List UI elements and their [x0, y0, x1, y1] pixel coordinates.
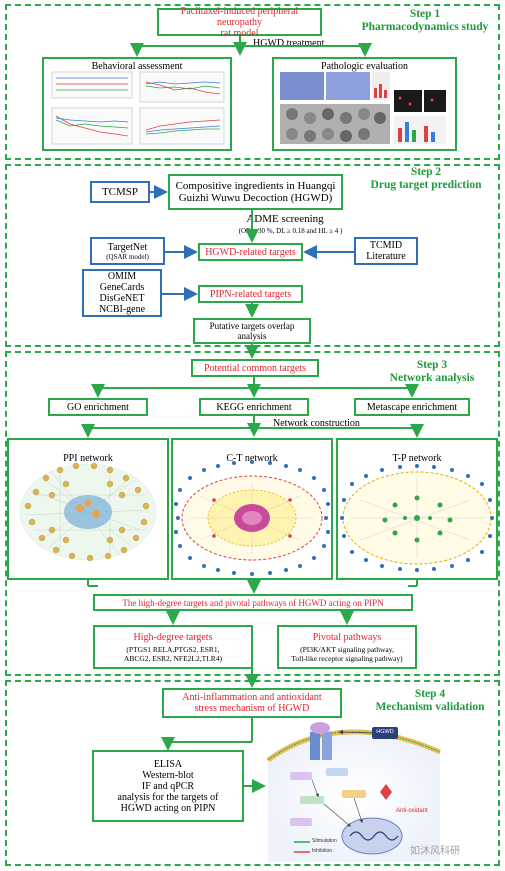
step2-title: Drug target prediction [370, 179, 482, 191]
step3-title: Network analysis [389, 372, 475, 384]
pivotal-pathways-title: Pivotal pathways [312, 631, 382, 643]
high-degree-summary-box: The high-degree targets and pivotal path… [93, 594, 413, 611]
tcmid-line1: TCMID [369, 240, 403, 251]
high-degree-targets-title: High-degree targets [133, 631, 213, 643]
disease-databases-box: OMIM GeneCards DisGeNET NCBI-gene [82, 269, 162, 317]
potential-targets-label: Potential common targets [203, 362, 307, 374]
adme-screening-label: ADME screening [246, 213, 324, 225]
validation-analysis: analysis for the targets of [117, 791, 219, 803]
step4-label-group: Step 4 Mechanism validation [360, 688, 500, 714]
overlap-analysis-box: Putative targets overlap analysis [193, 318, 311, 344]
tp-network-graphic [340, 464, 494, 572]
ct-network-title: C-T network [226, 452, 278, 464]
tcmsp-box: TCMSP [90, 181, 150, 203]
pivotal-pathways-line2: Toll-like receptor signaling pathway) [291, 653, 403, 663]
high-degree-targets-box: High-degree targets (PTGS1 RELA,PTGS2, E… [93, 625, 253, 669]
potential-targets-box: Potential common targets [191, 359, 319, 377]
hgwd-targets-label: HGWD-related targets [205, 246, 296, 258]
targetnet-label: TargetNet [107, 241, 148, 253]
pathologic-evaluation-title: Pathologic evaluation [321, 60, 408, 72]
step1-panel [5, 4, 500, 160]
omim-label: OMIM [107, 271, 137, 282]
step2-label: Step 2 [410, 166, 442, 178]
kegg-enrichment-label: KEGG enrichment [216, 401, 292, 413]
mechanism-line1: Anti-inflammation and antioxidant [182, 692, 322, 703]
ingredients-line1: Compositive ingredients in Huangqi [175, 180, 336, 192]
step3-label: Step 3 [416, 359, 448, 371]
validation-if-qpcr: IF and qPCR [141, 780, 195, 792]
cell-anti-oxidant-label: Anti-oxidant [396, 808, 428, 814]
overlap-line2: analysis [237, 331, 267, 341]
step4-label: Step 4 [414, 688, 446, 700]
step3-label-group: Step 3 Network analysis [372, 359, 492, 385]
step2-label-group: Step 2 Drug target prediction [352, 166, 500, 192]
hgwd-drug-badge [372, 727, 398, 739]
pathologic-images [280, 72, 446, 144]
mechanism-box: Anti-inflammation and antioxidant stress… [162, 688, 342, 718]
genecards-label: GeneCards [99, 282, 145, 293]
pivotal-pathways-line1: (PI3K/AKT signaling pathway, [300, 644, 394, 654]
go-enrichment-box: GO enrichment [48, 398, 148, 416]
tcmid-line2: Literature [366, 251, 406, 262]
metascape-enrichment-box: Metascape enrichment [354, 398, 470, 416]
hgwd-targets-box: HGWD-related targets [198, 243, 303, 261]
step1-title: Pharmacodynamics study [361, 21, 489, 33]
ingredients-line2: Guizhi Wuwu Decoction (HGWD) [178, 192, 333, 204]
adme-criteria-label: (OB ≥ 30 %, DL ≥ 0.18 and HL ≥ 4 ) [238, 226, 343, 235]
network-construction-label: Network construction [273, 418, 360, 429]
validation-methods-box: ELISA Western-blot IF and qPCR analysis … [92, 750, 244, 822]
go-enrichment-label: GO enrichment [67, 401, 129, 413]
cell-stimulation-label: Stimulation [312, 838, 337, 844]
rat-model-box: Paclitaxel-induced peripheral neuropathy… [157, 5, 322, 39]
validation-western: Western-blot [142, 769, 194, 781]
step4-title: Mechanism validation [375, 701, 485, 713]
kegg-enrichment-box: KEGG enrichment [199, 398, 309, 416]
validation-elisa: ELISA [153, 758, 183, 770]
metascape-enrichment-label: Metascape enrichment [366, 401, 458, 413]
targetnet-box: TargetNet (QSAR model) [90, 237, 165, 265]
ppi-network-title: PPI network [63, 452, 113, 464]
behavioral-assessment-title: Behavioral assessment [91, 60, 183, 72]
cell-hgwd-label: HGWD [376, 729, 394, 735]
ct-network-graphic [174, 460, 330, 576]
behavioral-plots [51, 71, 225, 145]
ncbi-gene-label: NCBI-gene [98, 304, 146, 315]
step1-label-group: Step 1 Pharmacodynamics study [355, 8, 495, 34]
ingredients-box: Compositive ingredients in Huangqi Guizh… [168, 174, 343, 210]
overlap-line1: Putative targets overlap [209, 321, 295, 331]
pivotal-pathways-box: Pivotal pathways (PI3K/AKT signaling pat… [277, 625, 417, 669]
targetnet-sub: (QSAR model) [106, 252, 149, 261]
high-degree-summary-label: The high-degree targets and pivotal path… [122, 597, 384, 608]
watermark-text: 如沐风科研 [410, 846, 460, 857]
high-degree-targets-line1: (PTGS1 RELA,PTGS2, ESR1, [126, 644, 220, 654]
cell-inhibition-label: Inhibition [312, 848, 333, 854]
cell-mechanism-graphic [266, 722, 442, 862]
tcmid-box: TCMID Literature [354, 237, 418, 265]
high-degree-targets-line2: ABCG2, ESR2, NFE2L2,TLR4) [123, 653, 223, 663]
pipn-targets-label: PIPN-related targets [209, 288, 292, 300]
rat-model-line2: rat model [220, 27, 259, 39]
disgenet-label: DisGeNET [99, 293, 145, 304]
hgwd-treatment-label: HGWD treatment [253, 38, 325, 49]
mechanism-line2: stress mechanism of HGWD [194, 703, 310, 714]
rat-model-line1: Paclitaxel-induced peripheral neuropathy [180, 5, 299, 28]
pipn-targets-box: PIPN-related targets [198, 285, 303, 303]
tcmsp-label: TCMSP [101, 186, 139, 198]
validation-hgwd: HGWD acting on PIPN [120, 802, 216, 814]
ppi-network-graphic [19, 462, 157, 562]
tp-network-title: T-P network [392, 452, 442, 464]
step1-label: Step 1 [409, 8, 441, 20]
